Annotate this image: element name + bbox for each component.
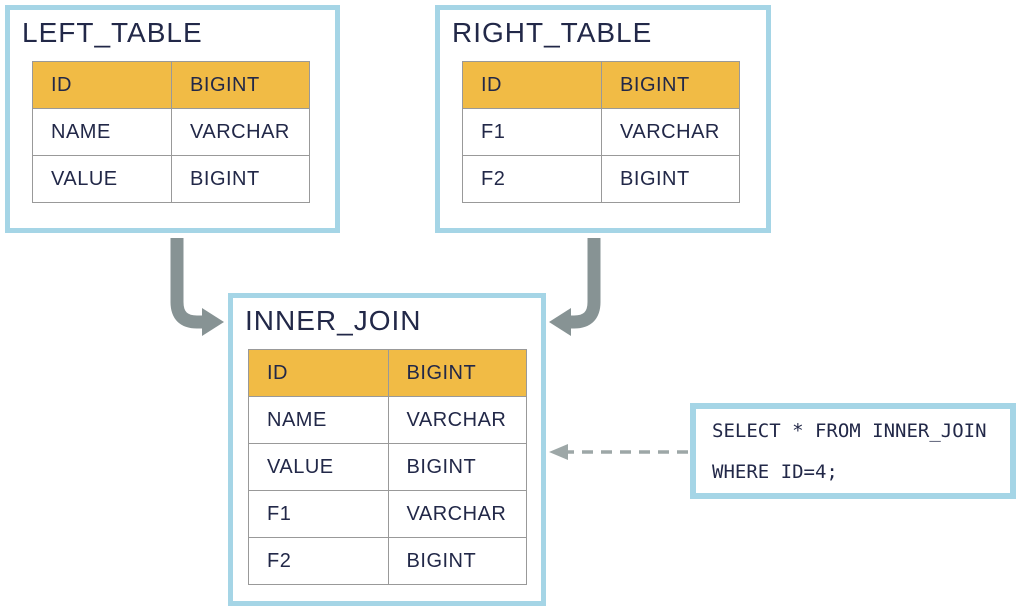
left-join-arrow-icon: [170, 238, 224, 336]
column-type-cell: VARCHAR: [387, 396, 528, 444]
column-type-cell: VARCHAR: [601, 108, 740, 156]
column-name-cell: F1: [248, 490, 389, 538]
right-table-columns: ID BIGINT F1 VARCHAR F2 BIGINT: [461, 61, 740, 203]
table-row: F2 BIGINT: [248, 537, 528, 585]
column-type-cell: VARCHAR: [171, 108, 310, 156]
left-table-box: LEFT_TABLE ID BIGINT NAME VARCHAR VALUE …: [5, 5, 340, 233]
table-row: VALUE BIGINT: [248, 443, 528, 491]
column-name-cell: F2: [248, 537, 389, 585]
sql-query-line: SELECT * FROM INNER_JOIN: [712, 420, 987, 442]
right-table-box: RIGHT_TABLE ID BIGINT F1 VARCHAR F2 BIGI…: [435, 5, 771, 233]
left-table-columns: ID BIGINT NAME VARCHAR VALUE BIGINT: [31, 61, 310, 203]
column-type-cell: BIGINT: [601, 61, 740, 109]
column-type-cell: BIGINT: [601, 155, 740, 203]
column-type-cell: VARCHAR: [387, 490, 528, 538]
column-type-cell: BIGINT: [387, 349, 528, 397]
column-type-cell: BIGINT: [171, 61, 310, 109]
table-row: ID BIGINT: [31, 61, 310, 109]
column-name-cell: ID: [248, 349, 389, 397]
column-name-cell: ID: [461, 61, 603, 109]
column-name-cell: F1: [461, 108, 603, 156]
table-row: NAME VARCHAR: [31, 108, 310, 156]
table-row: ID BIGINT: [461, 61, 740, 109]
table-row: NAME VARCHAR: [248, 396, 528, 444]
column-name-cell: ID: [31, 61, 173, 109]
table-row: VALUE BIGINT: [31, 155, 310, 203]
table-row: F1 VARCHAR: [248, 490, 528, 538]
column-type-cell: BIGINT: [171, 155, 310, 203]
column-name-cell: VALUE: [31, 155, 173, 203]
column-type-cell: BIGINT: [387, 537, 528, 585]
column-name-cell: VALUE: [248, 443, 389, 491]
table-row: F2 BIGINT: [461, 155, 740, 203]
right-table-title: RIGHT_TABLE: [452, 17, 653, 48]
sql-query-box: SELECT * FROM INNER_JOIN WHERE ID=4;: [690, 403, 1016, 499]
column-name-cell: F2: [461, 155, 603, 203]
inner-join-columns: ID BIGINT NAME VARCHAR VALUE BIGINT F1 V…: [248, 349, 528, 585]
column-name-cell: NAME: [31, 108, 173, 156]
inner-join-title: INNER_JOIN: [245, 305, 422, 336]
column-type-cell: BIGINT: [387, 443, 528, 491]
inner-join-box: INNER_JOIN ID BIGINT NAME VARCHAR VALUE …: [228, 293, 546, 606]
table-row: F1 VARCHAR: [461, 108, 740, 156]
right-join-arrow-icon: [549, 238, 601, 336]
sql-query-line: WHERE ID=4;: [712, 461, 838, 483]
sql-pointer-arrow-icon: [549, 444, 688, 460]
table-row: ID BIGINT: [248, 349, 528, 397]
left-table-title: LEFT_TABLE: [22, 17, 203, 48]
column-name-cell: NAME: [248, 396, 389, 444]
